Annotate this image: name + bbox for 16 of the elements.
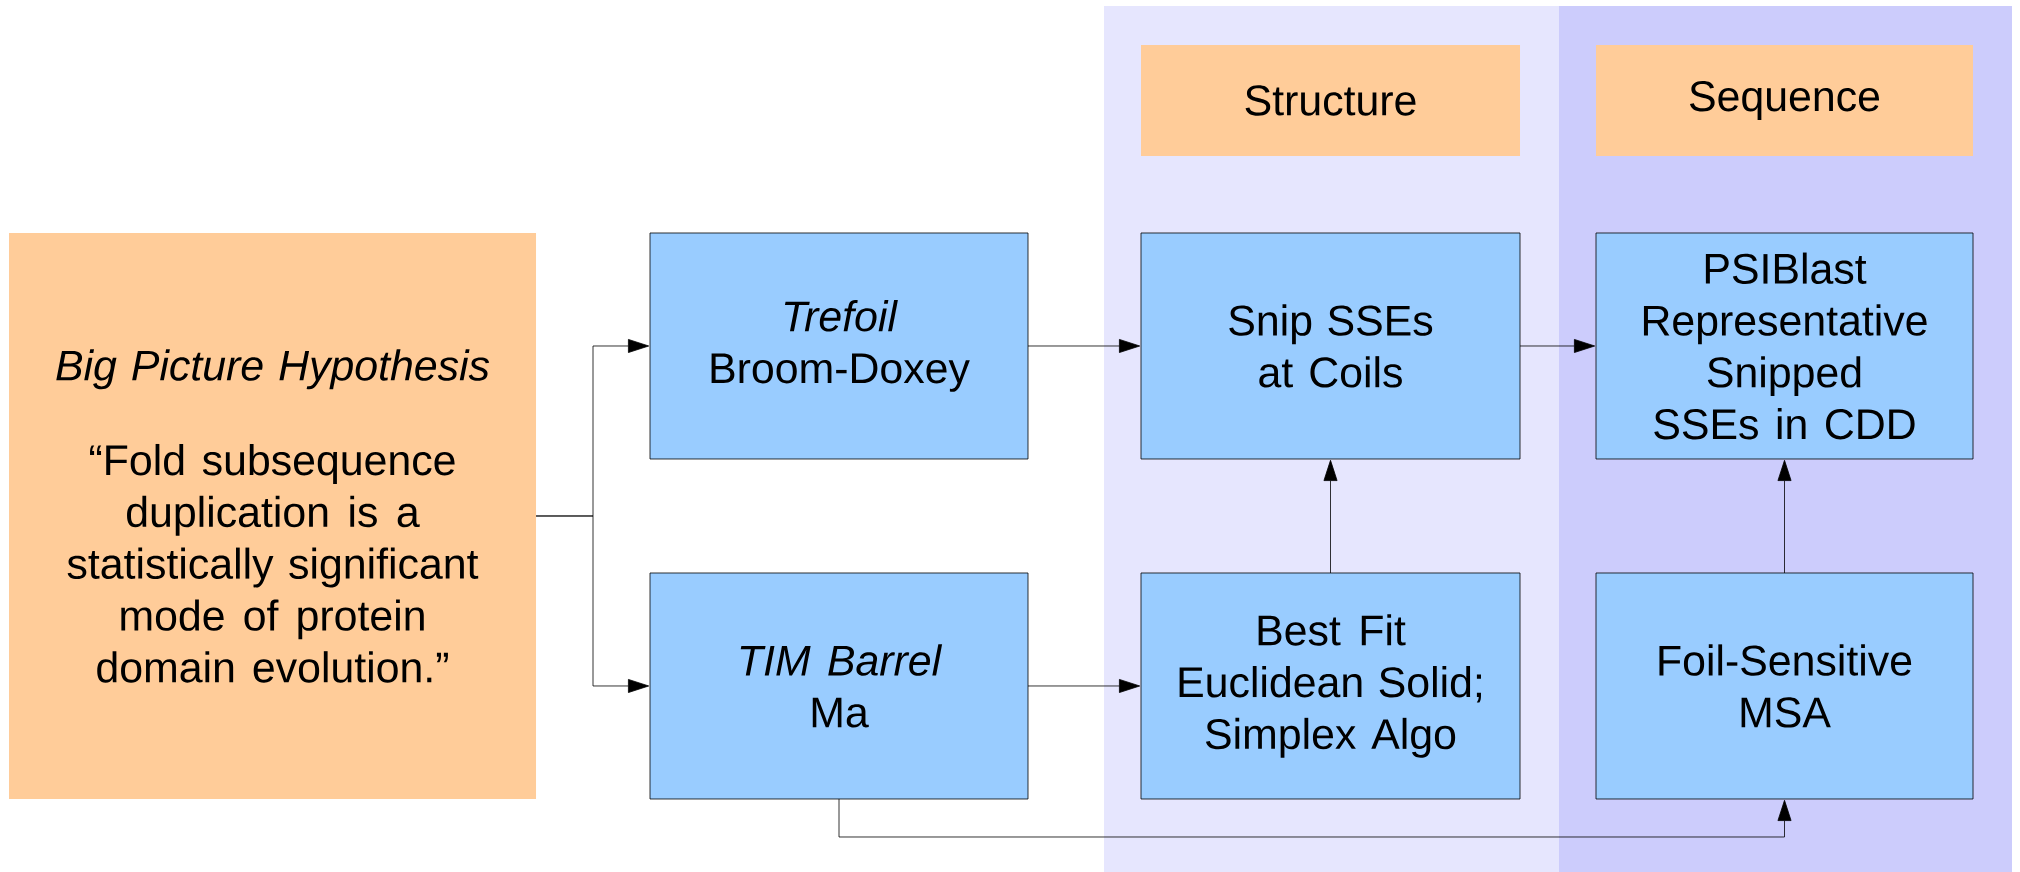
header-box: Structure: [1141, 45, 1520, 156]
process-box: Snip SSEs at Coils: [1140, 232, 1521, 460]
arrow: [1027, 339, 1141, 353]
process-box: Foil-Sensitive MSA: [1595, 572, 1974, 800]
process-box: TIM Barrel Ma: [649, 572, 1029, 800]
arrow: [1323, 459, 1338, 574]
process-box: Trefoil Broom-Doxey: [649, 232, 1029, 460]
arrow: [1027, 679, 1141, 693]
process-box: PSIBlast Representative Snipped SSEs in CDD: [1595, 232, 1974, 460]
process-box: Best Fit Euclidean Solid; Simplex Algo: [1140, 572, 1521, 800]
hypothesis-box: Big Picture Hypothesis “Fold subsequence duplication is a statistically significant mode of protein domain evolution.”: [9, 233, 536, 799]
arrow: [1519, 339, 1596, 353]
arrow: [1777, 459, 1792, 574]
arrow: [838, 798, 1792, 838]
header-box: Sequence: [1596, 45, 1973, 156]
arrow: [535, 515, 650, 693]
